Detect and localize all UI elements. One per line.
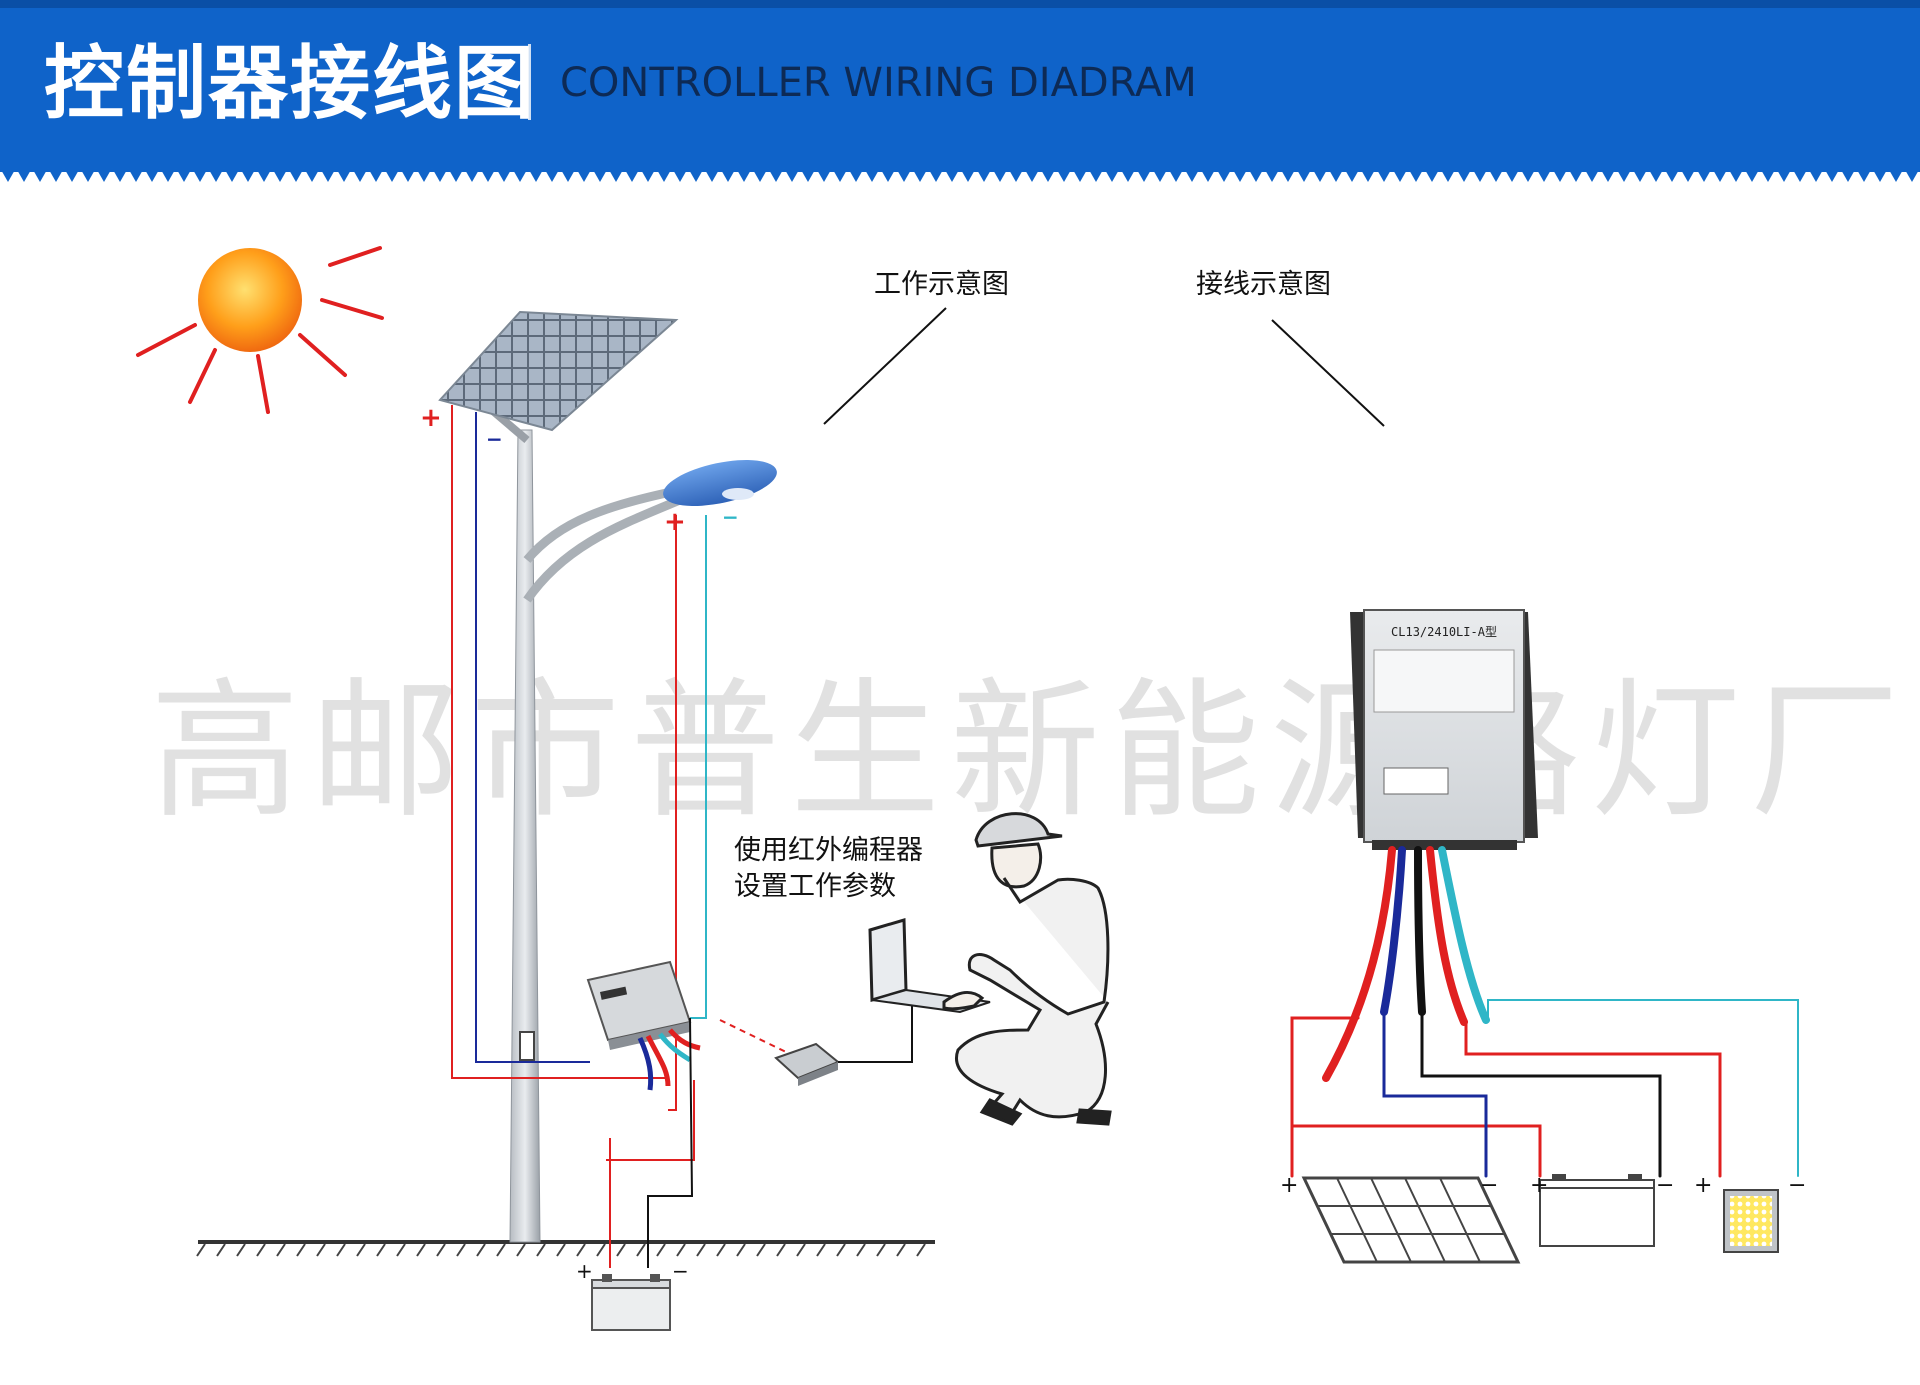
header-zigzag-border	[0, 168, 1920, 192]
lamp-minus-sign: −	[722, 505, 739, 529]
right-battery-plus-sign: +	[1530, 1173, 1548, 1198]
controller-icon	[586, 960, 701, 1091]
infrared-label-line1: 使用红外编程器	[734, 835, 923, 866]
page-title-en: CONTROLLER WIRING DIADRAM	[560, 60, 1197, 106]
lamp-plus-sign: +	[664, 507, 686, 537]
header-top-band	[0, 0, 1920, 8]
leader-line-wiring	[1271, 319, 1385, 427]
battery-icon	[591, 1017, 695, 1331]
working-diagram-label: 工作示意图	[874, 269, 1009, 300]
worker-icon	[942, 812, 1112, 1126]
infrared-link	[719, 1019, 787, 1053]
solar-panel-icon	[438, 310, 679, 432]
leader-line-working	[823, 307, 947, 425]
sun-icon	[136, 246, 384, 414]
right-wires	[1290, 846, 1799, 1178]
ground-line	[196, 1240, 935, 1257]
right-panel-minus-sign: −	[1480, 1173, 1498, 1198]
infrared-label-line2: 设置工作参数	[734, 871, 896, 902]
page-title-cn: 控制器接线图	[44, 37, 536, 130]
wiring-diagram-label: 接线示意图	[1196, 269, 1331, 300]
controller-model-label: CL13/2410LI-A型	[1391, 625, 1497, 639]
infrared-programmer-icon	[774, 1002, 913, 1086]
led-module-icon	[1723, 1189, 1779, 1253]
led-minus-sign: −	[1788, 1173, 1806, 1198]
title-separator	[528, 44, 531, 120]
panel-minus-sign: −	[486, 427, 503, 451]
header-banner: 控制器接线图 CONTROLLER WIRING DIADRAM	[0, 0, 1920, 168]
led-plus-sign: +	[1694, 1173, 1712, 1198]
battery-minus-sign: −	[672, 1259, 689, 1283]
panel-wires	[451, 405, 707, 1111]
battery-icon	[1539, 1174, 1655, 1247]
right-panel-plus-sign: +	[1280, 1173, 1298, 1198]
solar-panel-icon	[1301, 1176, 1521, 1264]
watermark: 高邮市普生新能源路灯厂	[150, 665, 1911, 839]
controller-icon	[1350, 609, 1538, 850]
panel-plus-sign: +	[420, 403, 442, 433]
battery-plus-sign: +	[576, 1259, 593, 1283]
street-lamp-icon	[477, 396, 777, 1243]
right-battery-minus-sign: −	[1656, 1173, 1674, 1198]
